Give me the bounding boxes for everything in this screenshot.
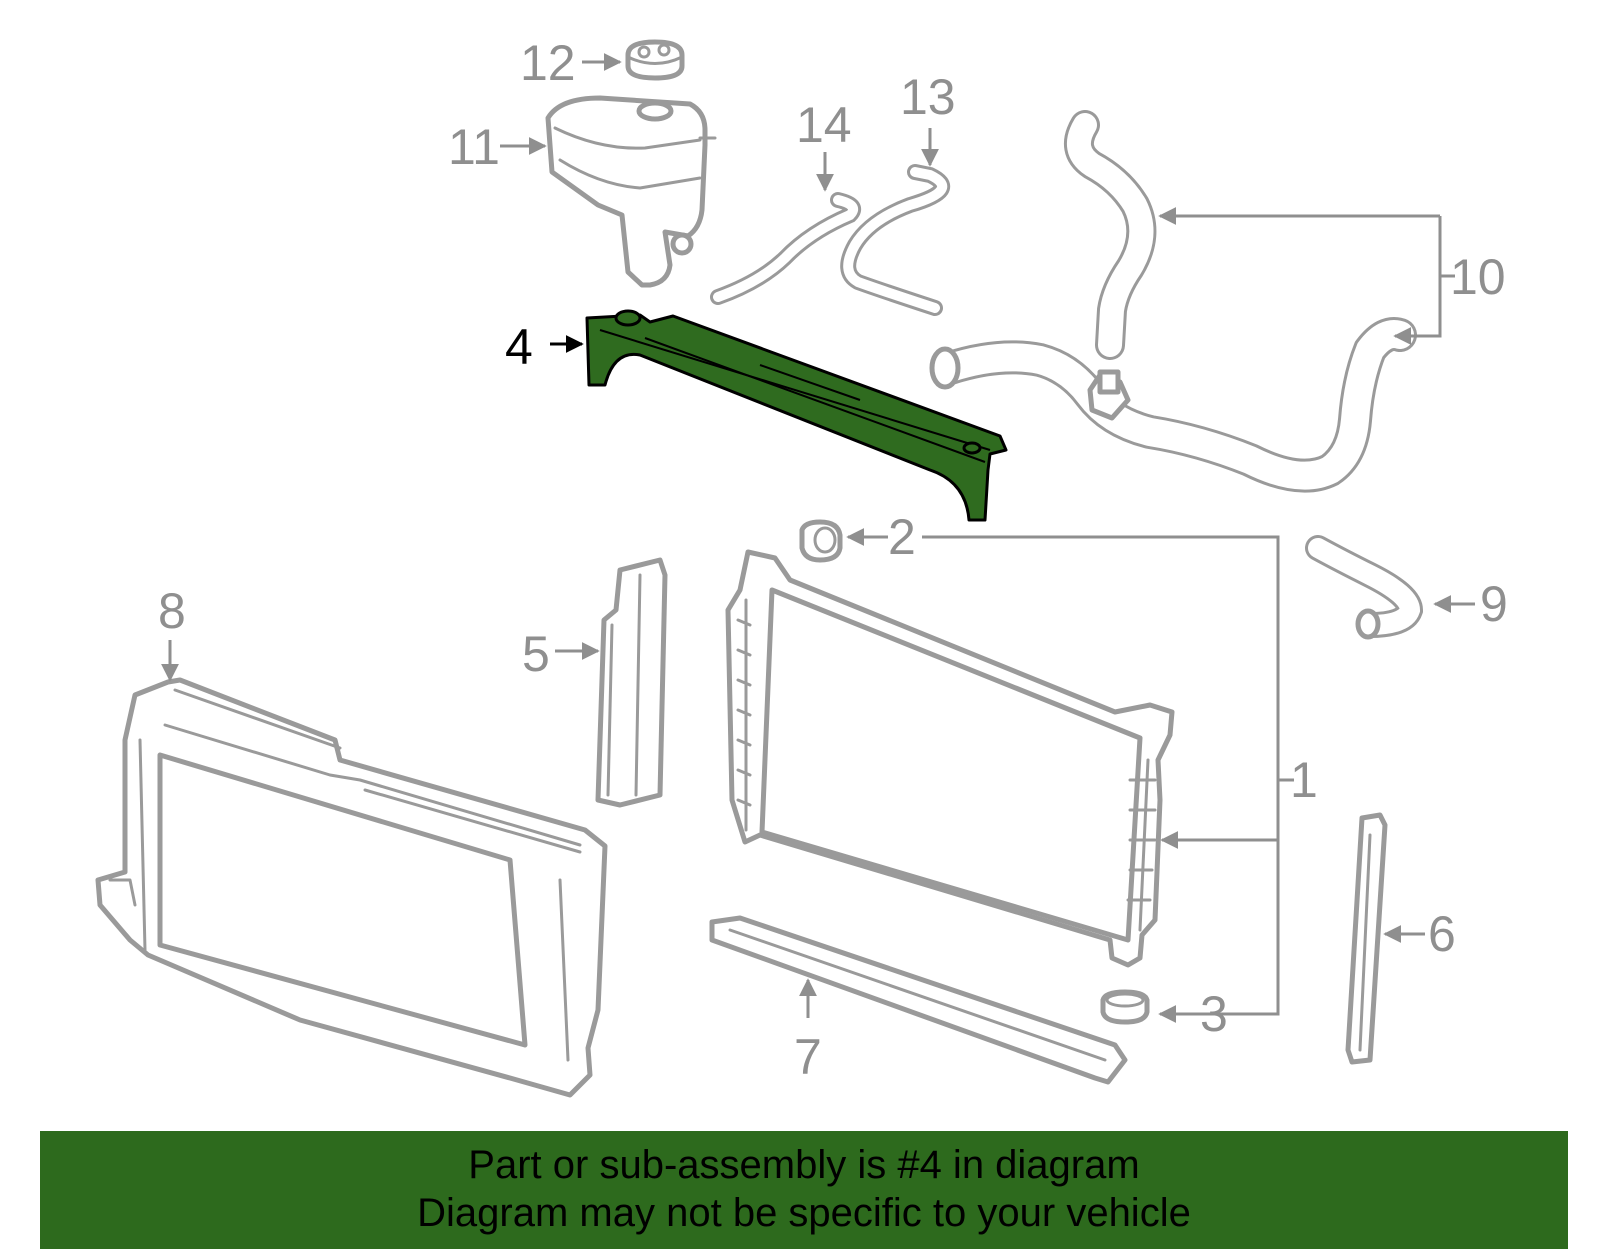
callout-11: 11 (448, 119, 500, 175)
part-8-radiator-support (95, 677, 608, 1098)
part-2-upper-insulator (799, 519, 843, 563)
callout-6: 6 (1428, 906, 1456, 962)
banner-line-1: Part or sub-assembly is #4 in diagram (468, 1143, 1140, 1187)
banner-line-2: Diagram may not be specific to your vehi… (417, 1191, 1191, 1235)
leader-lines (161, 53, 1475, 1023)
part-1-radiator (725, 549, 1175, 968)
part-7-lower-baffle (709, 915, 1128, 1085)
part-6-side-seal (1345, 812, 1388, 1065)
callout-13: 13 (900, 69, 956, 125)
callout-8: 8 (158, 583, 186, 639)
part-5-side-baffle (595, 557, 668, 808)
part-3-lower-insulator (1100, 989, 1150, 1025)
callout-2: 2 (888, 509, 916, 565)
part-9-hose (1305, 535, 1424, 640)
callout-7: 7 (794, 1029, 822, 1085)
info-banner: Part or sub-assembly is #4 in diagram Di… (40, 1131, 1568, 1249)
part-4-radiator-baffle (585, 309, 1008, 522)
callout-3: 3 (1200, 986, 1228, 1042)
callout-numbers: 12 11 14 13 10 4 2 9 8 5 1 6 3 7 (158, 35, 1508, 1085)
callout-4: 4 (505, 319, 533, 375)
part-13-hose (840, 164, 950, 316)
part-14-hose (710, 192, 861, 305)
callout-10: 10 (1450, 249, 1506, 305)
callout-9: 9 (1480, 576, 1508, 632)
part-12-reservoir-cap (625, 39, 685, 81)
callout-1: 1 (1290, 752, 1318, 808)
part-11-coolant-reservoir (545, 95, 717, 288)
callout-12: 12 (520, 35, 576, 91)
callout-5: 5 (522, 626, 550, 682)
part-10-radiator-hose (929, 110, 1417, 493)
callout-14: 14 (796, 97, 852, 153)
